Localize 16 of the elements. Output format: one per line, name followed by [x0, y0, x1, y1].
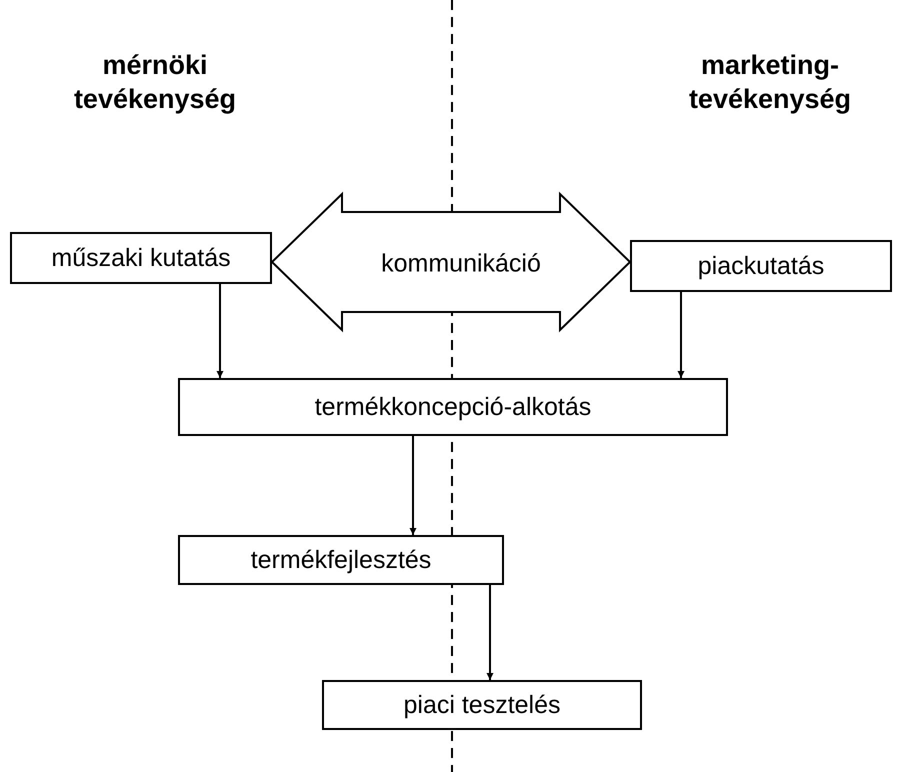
box-text: termékfejlesztés — [250, 546, 432, 574]
arrow — [216, 284, 224, 378]
column-heading: marketing- tevékenység — [688, 49, 852, 116]
box-text: piackutatás — [698, 252, 824, 280]
arrow — [678, 292, 684, 378]
process-box — [10, 232, 272, 284]
process-box — [322, 680, 642, 730]
box-text: piaci tesztelés — [403, 690, 561, 720]
arrow — [486, 585, 494, 680]
column-heading: mérnöki tevékenység — [72, 49, 238, 116]
process-box — [178, 535, 504, 585]
process-box — [178, 378, 728, 436]
process-box — [630, 240, 892, 292]
box-text: termékkoncepció-alkotás — [314, 392, 592, 422]
box-text: műszaki kutatás — [51, 244, 231, 272]
arrow — [410, 436, 416, 535]
